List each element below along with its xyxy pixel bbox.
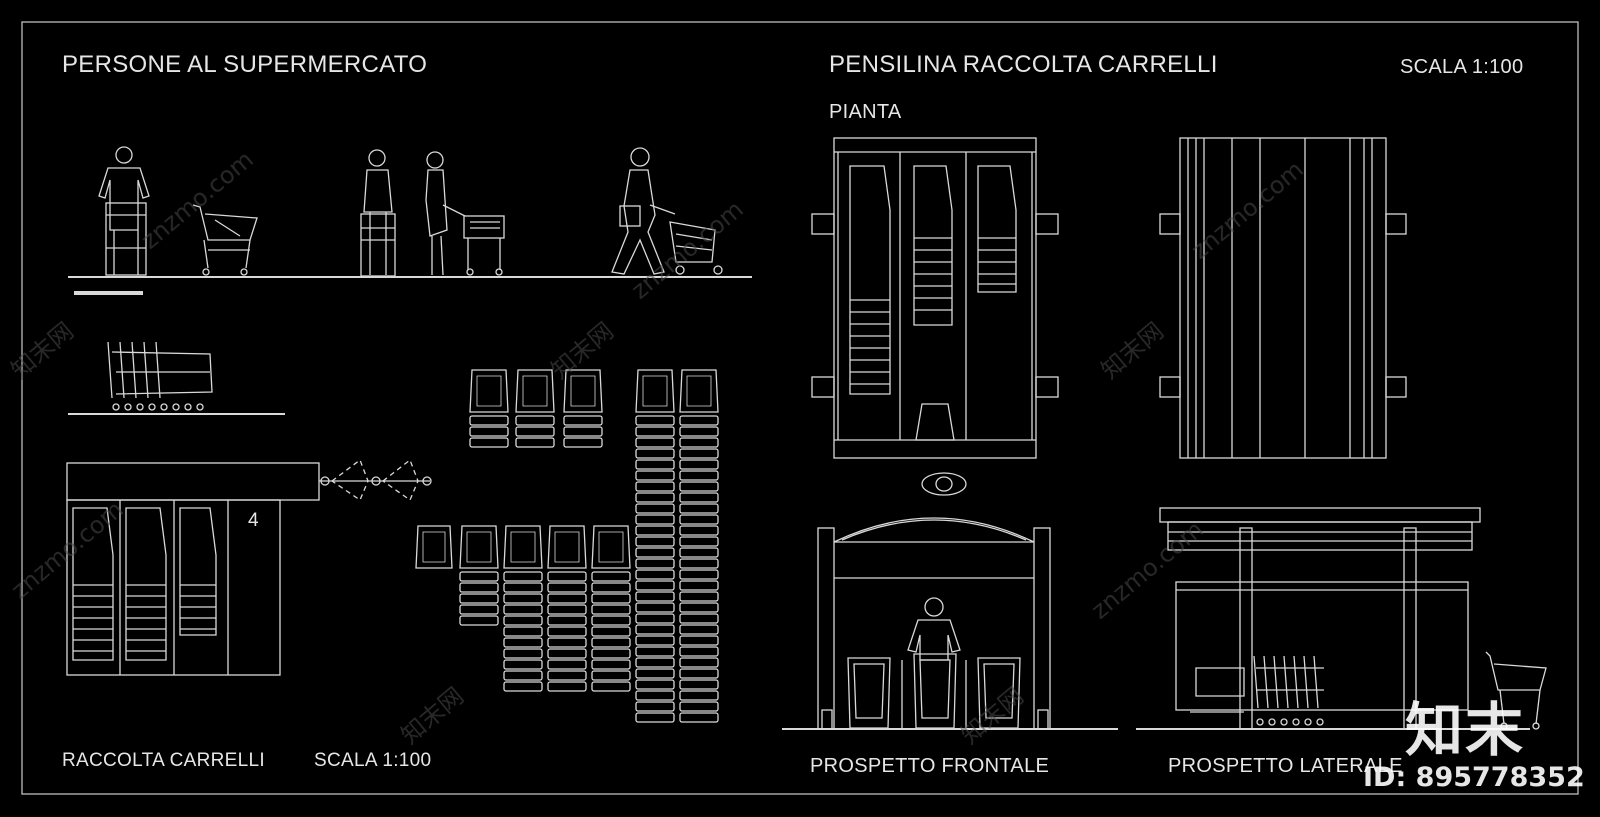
shelter-plan-pianta bbox=[811, 137, 1059, 496]
side-elevation bbox=[1136, 507, 1547, 730]
prospetto-frontale-label: PROSPETTO FRONTALE bbox=[810, 755, 1050, 777]
watermark-site-1: znzmo.com bbox=[136, 145, 259, 254]
cart-stacks-top-view bbox=[415, 369, 719, 723]
watermark-id: ID: 895778352 bbox=[1363, 762, 1585, 793]
cart-side bbox=[192, 204, 258, 276]
cart-stack bbox=[547, 525, 587, 692]
plan-single-cart bbox=[915, 403, 955, 441]
people-elevation-group bbox=[68, 146, 752, 415]
bay-2-carts bbox=[125, 507, 167, 661]
woman-walking-with-cart bbox=[611, 147, 723, 275]
cart-stack bbox=[469, 369, 509, 448]
plan-person-top bbox=[921, 472, 967, 496]
watermark-sitecn-4: 知末网 bbox=[396, 682, 469, 750]
prospetto-laterale-label: PROSPETTO LATERALE bbox=[1168, 755, 1403, 777]
trolley-connector bbox=[319, 458, 432, 501]
title-left: PERSONE AL SUPERMERCATO bbox=[62, 51, 428, 78]
stacked-carts-side bbox=[68, 341, 285, 415]
bay-number: 4 bbox=[248, 510, 259, 531]
watermark-sitecn-1: 知末网 bbox=[6, 317, 79, 385]
scale-right: SCALA 1:100 bbox=[1400, 56, 1524, 78]
raccolta-label: RACCOLTA CARRELLI bbox=[62, 750, 265, 771]
woman-front-with-cart bbox=[360, 149, 396, 277]
cart-stack bbox=[459, 525, 499, 626]
person-back-with-cart bbox=[98, 146, 150, 276]
woman-side-with-basket-cart bbox=[425, 151, 505, 276]
bay-3-carts bbox=[179, 507, 217, 636]
watermark-site-5: znzmo.com bbox=[1086, 515, 1209, 624]
raccolta-scale: SCALA 1:100 bbox=[314, 750, 432, 771]
cart-shelter-plan-left bbox=[66, 458, 432, 676]
watermark-sitecn-3: 知末网 bbox=[1096, 317, 1169, 385]
cart-stack bbox=[503, 525, 543, 692]
side-cart-left bbox=[1190, 667, 1245, 713]
cart-stack bbox=[515, 369, 555, 448]
side-cart-stack bbox=[1253, 655, 1324, 726]
plan-cart-stack-1 bbox=[849, 165, 891, 395]
cart-stack bbox=[563, 369, 603, 448]
bay-1-carts bbox=[72, 507, 114, 661]
front-carts bbox=[847, 653, 1021, 729]
plan-cart-stack-2 bbox=[913, 165, 953, 326]
cart-stack bbox=[591, 525, 631, 692]
cart-stack bbox=[635, 369, 675, 723]
cart-stack bbox=[679, 369, 719, 723]
plan-cart-stack-3 bbox=[977, 165, 1017, 293]
pianta-label: PIANTA bbox=[829, 101, 902, 123]
watermark-sitecn-2: 知末网 bbox=[546, 317, 619, 385]
cart-stack bbox=[415, 525, 453, 569]
front-elevation bbox=[782, 517, 1118, 730]
front-person bbox=[907, 597, 961, 661]
shelter-roof-plan bbox=[1159, 137, 1407, 459]
title-right: PENSILINA RACCOLTA CARRELLI bbox=[829, 51, 1218, 78]
side-single-cart bbox=[1485, 651, 1547, 730]
sheet-border bbox=[21, 21, 1579, 795]
watermark-logo: 知末 bbox=[1405, 696, 1526, 764]
